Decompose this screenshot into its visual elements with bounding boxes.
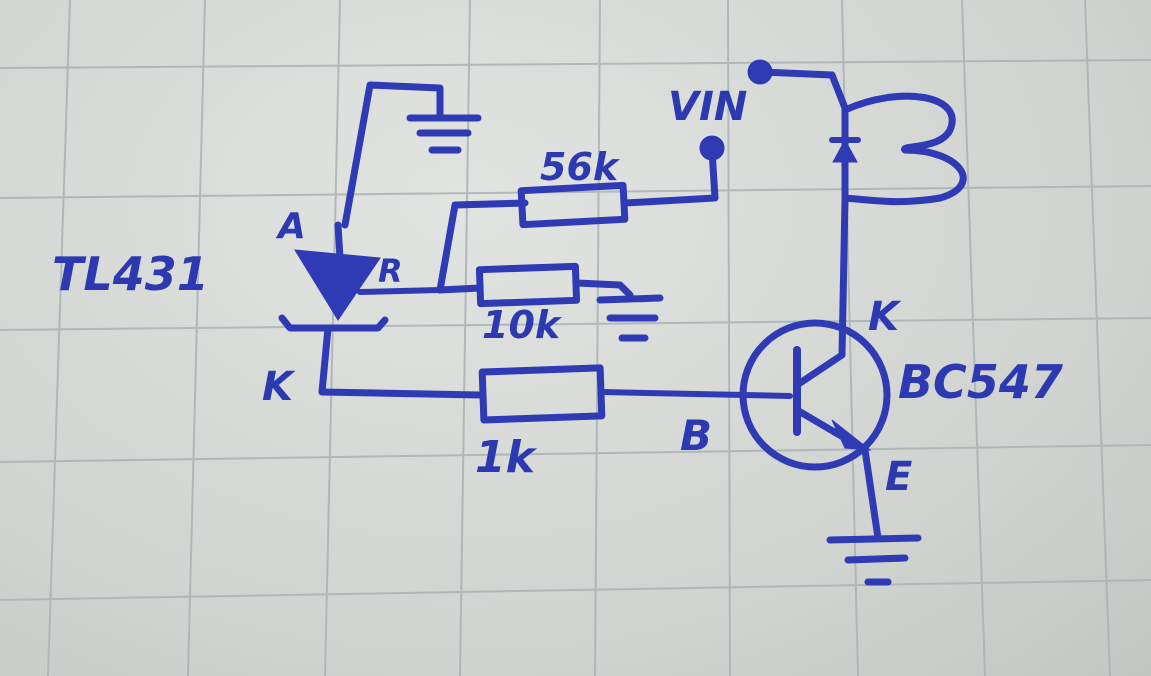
ic-name-label: TL431: [52, 247, 209, 301]
emitter-arrow: [831, 419, 872, 451]
r-mid-label: 10k: [482, 303, 563, 347]
resistor-10k: [475, 262, 664, 342]
r-top-label: 56k: [540, 145, 621, 189]
tl431-triangle: [294, 249, 381, 321]
diode-triangle: [832, 138, 858, 163]
ground-symbol-top: [341, 81, 482, 229]
cathode-label: K: [262, 364, 296, 410]
supply-terminal-dot: [747, 59, 773, 85]
ref-node-wiring: [436, 199, 529, 294]
transistor-bc547: [739, 196, 891, 542]
ref-label: R: [378, 252, 403, 290]
base-label: B: [680, 411, 712, 460]
anode-label: A: [275, 206, 306, 247]
resistor-1k: [318, 364, 793, 424]
tl431-symbol: [278, 221, 443, 396]
vin-terminal-dot: [699, 135, 725, 161]
resistor-56k: [517, 135, 725, 229]
collector-label: K: [868, 294, 902, 340]
r-base-label: 1k: [475, 432, 538, 483]
emitter-label: E: [885, 454, 912, 500]
ground-symbol-emitter: [826, 534, 922, 586]
vin-label: VIN: [668, 84, 747, 130]
transistor-label: BC547: [898, 355, 1063, 409]
collector-diode-and-coil: [747, 59, 967, 206]
